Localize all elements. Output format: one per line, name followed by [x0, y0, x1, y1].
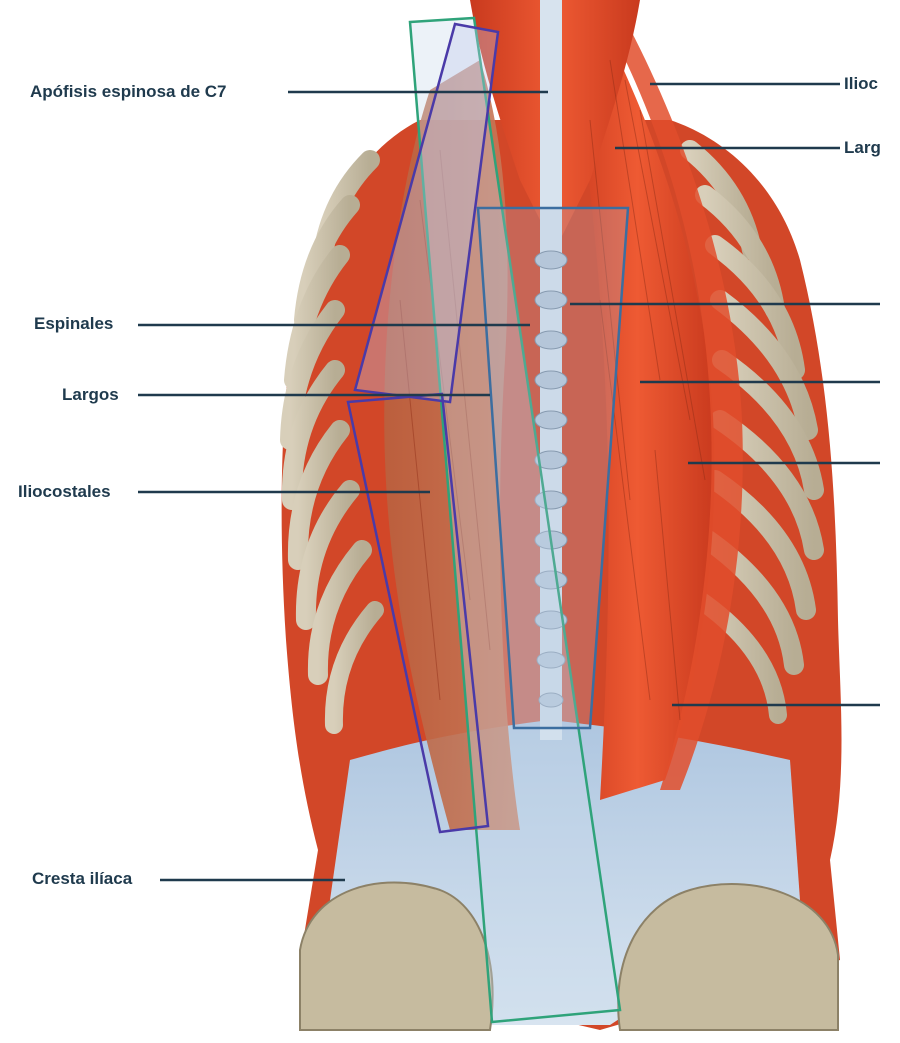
label-right-larg: Larg — [844, 138, 881, 157]
label-largos: Largos — [62, 385, 119, 404]
iliocostalis-right — [600, 10, 743, 790]
erector-spinae-left — [384, 60, 520, 830]
label-c7: Apófisis espinosa de C7 — [30, 82, 227, 101]
spinal-column — [540, 0, 562, 740]
box-spine-outline — [476, 206, 630, 730]
ribs-left — [280, 150, 384, 734]
ribs-right — [680, 140, 824, 724]
vertebrae — [534, 250, 568, 708]
label-iliocostales: Iliocostales — [18, 482, 111, 501]
box-largos-outline — [408, 16, 622, 1024]
label-cresta-iliaca: Cresta ilíaca — [32, 869, 133, 888]
box-iliocostales-outline — [346, 392, 490, 834]
label-espinales: Espinales — [34, 314, 114, 333]
leader-lines — [138, 82, 880, 882]
muscle-fibres — [399, 59, 706, 721]
label-right-ilioc: Ilioc — [844, 74, 879, 93]
iliac-bone-left — [299, 881, 494, 1031]
box-espinales-outline — [353, 22, 500, 404]
iliac-bone-right — [617, 883, 839, 1031]
